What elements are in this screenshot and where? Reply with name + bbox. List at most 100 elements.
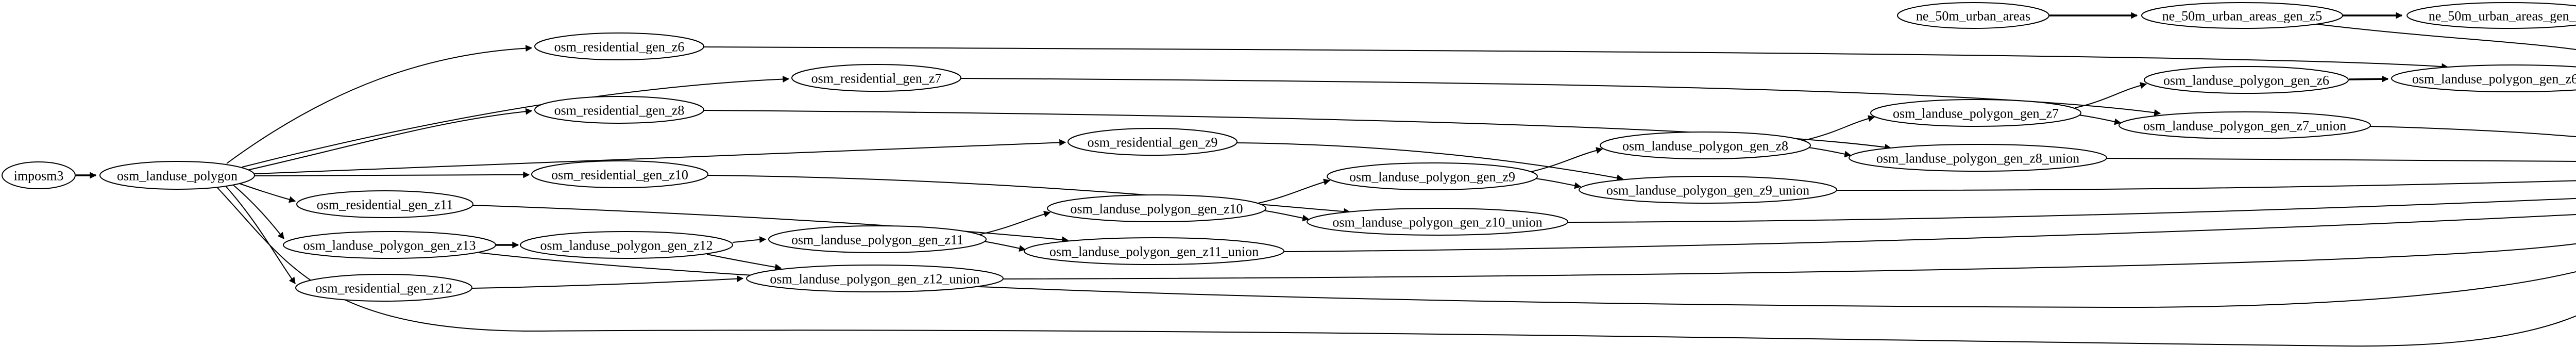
node-osm-landuse-polygon-gen-z8-union: osm_landuse_polygon_gen_z8_union <box>1849 144 2107 172</box>
union-z8-label: osm_landuse_polygon_gen_z8_union <box>1876 151 2079 166</box>
node-osm-residential-gen-z11: osm_residential_gen_z11 <box>296 190 473 218</box>
gen-z10-ellipse <box>1047 194 1266 222</box>
node-ne-50m-urban-areas-gen-z4: ne_50m_urban_areas_gen_z4 <box>2406 2 2576 29</box>
union-z11-ellipse <box>1024 237 1284 265</box>
ne50m-z4-ellipse <box>2406 2 2576 29</box>
imposm3-ellipse <box>2 161 76 189</box>
union-z8-ellipse <box>1849 144 2107 172</box>
edge-polygon-res-z12 <box>225 186 296 285</box>
node-osm-landuse-polygon-gen-z11: osm_landuse_polygon_gen_z11 <box>768 225 987 253</box>
osm-landuse-polygon-ellipse <box>99 161 255 190</box>
node-osm-landuse-polygon-gen-z12-union: osm_landuse_polygon_gen_z12_union <box>746 265 1004 292</box>
res-z7-ellipse <box>791 64 961 92</box>
res-z6-ellipse <box>534 32 704 60</box>
union-z10-ellipse <box>1307 208 1568 236</box>
node-osm-landuse-polygon-gen-z7-union: osm_landuse_polygon_gen_z7_union <box>2119 111 2371 139</box>
edge-gen-z12-union-z12 <box>706 254 782 271</box>
node-osm-landuse-polygon-gen-z9: osm_landuse_polygon_gen_z9 <box>1327 162 1538 190</box>
node-osm-landuse-polygon-gen-z10-union: osm_landuse_polygon_gen_z10_union <box>1307 208 1568 236</box>
gen-z11-label: osm_landuse_polygon_gen_z11 <box>791 233 963 248</box>
node-osm-residential-gen-z10: osm_residential_gen_z10 <box>531 160 708 188</box>
gen-z13-label: osm_landuse_polygon_gen_z13 <box>303 238 476 253</box>
node-osm-landuse-polygon-gen-z12: osm_landuse_polygon_gen_z12 <box>520 231 733 259</box>
node-osm-residential-gen-z7: osm_residential_gen_z7 <box>791 64 961 92</box>
node-osm-landuse-polygon-gen-z13: osm_landuse_polygon_gen_z13 <box>283 231 496 259</box>
node-osm-landuse-polygon-gen-z6-union: osm_landuse_polygon_gen_z6_union <box>2391 64 2576 92</box>
edge-union-z8-row-z8 <box>2106 158 2576 162</box>
node-osm-landuse-polygon-gen-z6: osm_landuse_polygon_gen_z6 <box>2144 66 2349 94</box>
edge-polygon-res-z11 <box>238 183 296 203</box>
node-ne-50m-urban-areas-gen-z5: ne_50m_urban_areas_gen_z5 <box>2141 2 2343 29</box>
res-z12-ellipse <box>295 274 472 302</box>
osm-landuse-polygon-label: osm_landuse_polygon <box>117 169 238 184</box>
edge-res-z9-union-z9 <box>1236 142 1624 182</box>
union-z6-ellipse <box>2391 64 2576 92</box>
node-ne-50m-urban-areas: ne_50m_urban_areas <box>1897 2 2049 29</box>
gen-z6-ellipse <box>2144 66 2349 94</box>
res-z8-ellipse <box>534 96 704 124</box>
node-osm-landuse-polygon-gen-z10: osm_landuse_polygon_gen_z10 <box>1047 194 1266 222</box>
gen-z6-label: osm_landuse_polygon_gen_z6 <box>2163 73 2329 88</box>
edge-gen-z10-gen-z9 <box>1258 178 1331 204</box>
gen-z8-ellipse <box>1600 131 1811 159</box>
res-z11-ellipse <box>296 190 473 218</box>
gen-z12-label: osm_landuse_polygon_gen_z12 <box>540 238 713 253</box>
edge-polygon-res-z7 <box>242 76 790 168</box>
union-z9-label: osm_landuse_polygon_gen_z9_union <box>1606 183 1809 198</box>
edge-gen-z9-gen-z8 <box>1531 147 1603 172</box>
imposm3-label: imposm3 <box>14 169 64 184</box>
ne50m-label: ne_50m_urban_areas <box>1916 9 2030 24</box>
edge-gen-z11-union-z11 <box>984 241 1026 252</box>
edge-union-z11-row-z11 <box>1283 213 2576 252</box>
gen-z10-label: osm_landuse_polygon_gen_z10 <box>1070 202 1243 217</box>
res-z10-label: osm_residential_gen_z10 <box>551 168 688 183</box>
res-z7-label: osm_residential_gen_z7 <box>811 71 942 86</box>
edge-gen-z8-union-z8 <box>1808 147 1852 158</box>
res-z9-ellipse <box>1067 128 1238 156</box>
gen-z12-ellipse <box>520 231 733 259</box>
edge-union-z10-row-z10 <box>1567 198 2576 223</box>
edge-polygon-res-z8 <box>247 108 533 171</box>
edge-res-z10-union-z10 <box>707 175 1351 215</box>
edge-polygon-z14 <box>216 186 2576 347</box>
edge-gen-z9-union-z9 <box>1535 178 1582 189</box>
node-osm-landuse-polygon-gen-z8: osm_landuse_polygon_gen_z8 <box>1600 131 1811 159</box>
ne50m-ellipse <box>1897 2 2049 29</box>
edge-gen-z8-gen-z7 <box>1804 115 1875 141</box>
edge-gen-z7-gen-z6 <box>2075 82 2147 108</box>
union-z10-label: osm_landuse_polygon_gen_z10_union <box>1332 215 1542 230</box>
gen-z9-ellipse <box>1327 162 1538 190</box>
union-z11-label: osm_landuse_polygon_gen_z11_union <box>1049 244 1259 259</box>
res-z12-label: osm_residential_gen_z12 <box>315 281 452 296</box>
node-imposm3: imposm3 <box>2 161 76 189</box>
union-z9-ellipse <box>1579 176 1837 204</box>
node-osm-landuse-polygon-gen-z7: osm_landuse_polygon_gen_z7 <box>1870 99 2081 127</box>
edge-union-z12-row-z12 <box>1003 243 2576 279</box>
node-osm-residential-gen-z9: osm_residential_gen_z9 <box>1067 128 1238 156</box>
gen-z13-ellipse <box>283 231 496 259</box>
res-z10-ellipse <box>531 160 708 188</box>
node-osm-residential-gen-z12: osm_residential_gen_z12 <box>295 274 472 302</box>
edge-union-z7-row-z7 <box>2370 126 2576 138</box>
gen-z11-ellipse <box>768 225 987 253</box>
edge-gen-z12-gen-z11 <box>732 236 767 243</box>
node-osm-landuse-polygon: osm_landuse_polygon <box>99 161 255 190</box>
edge-polygon-gen-z13 <box>232 184 284 240</box>
edge-res-z6-union-z6 <box>703 46 2449 70</box>
ne50m-z5-label: ne_50m_urban_areas_gen_z5 <box>2162 9 2322 24</box>
node-osm-landuse-polygon-gen-z9-union: osm_landuse_polygon_gen_z9_union <box>1579 176 1837 204</box>
union-z12-label: osm_landuse_polygon_gen_z12_union <box>770 272 979 287</box>
node-osm-residential-gen-z6: osm_residential_gen_z6 <box>534 32 704 60</box>
node-osm-landuse-polygon-gen-z11-union: osm_landuse_polygon_gen_z11_union <box>1024 237 1284 265</box>
edge-res-z7-union-z7 <box>960 78 2161 116</box>
edge-ne50m-z5-row-z5 <box>2313 23 2576 51</box>
res-z9-label: osm_residential_gen_z9 <box>1088 135 1218 150</box>
nodes: imposm3 osm_landuse_polygon osm_resident… <box>2 2 2576 302</box>
gen-z9-label: osm_landuse_polygon_gen_z9 <box>1349 170 1515 185</box>
edge-union-z9-row-z9 <box>1836 180 2576 191</box>
union-z7-label: osm_landuse_polygon_gen_z7_union <box>2143 119 2346 134</box>
ne50m-z4-label: ne_50m_urban_areas_gen_z4 <box>2429 9 2576 24</box>
gen-z7-label: osm_landuse_polygon_gen_z7 <box>1893 106 2059 121</box>
edge-res-z12-union-z12 <box>471 275 744 289</box>
